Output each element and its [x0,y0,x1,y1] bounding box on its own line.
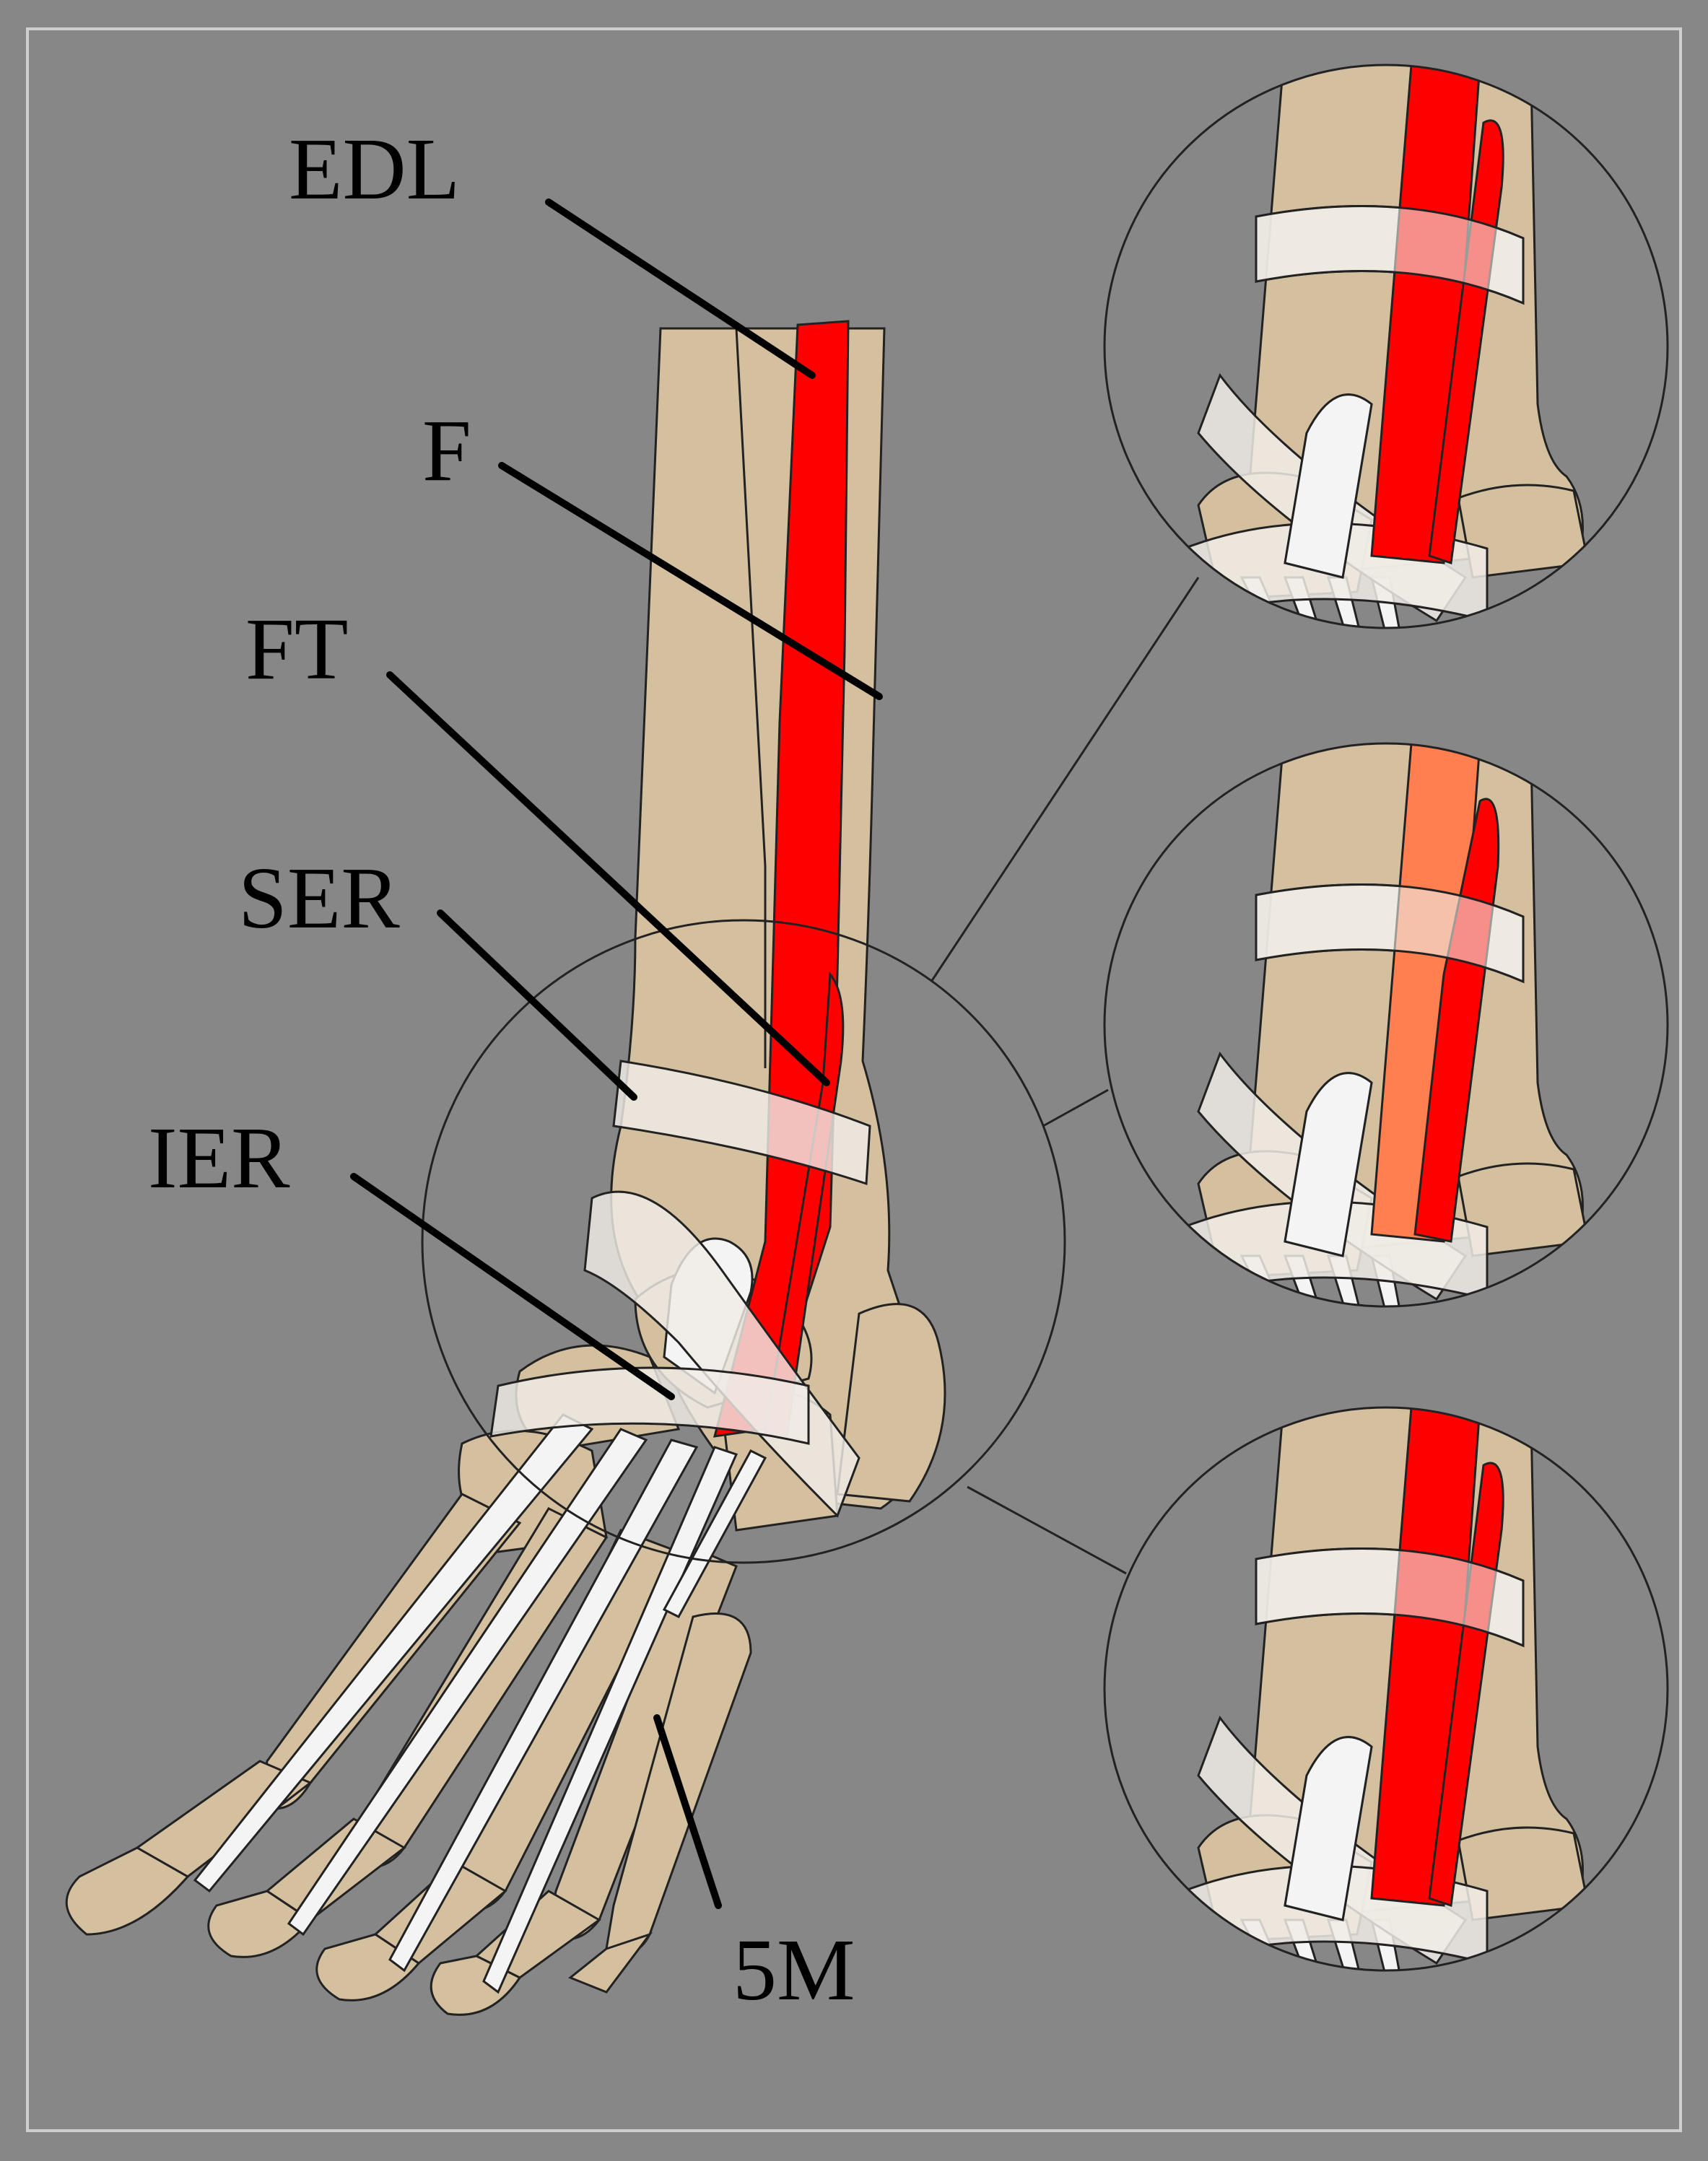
toe-extensor-tendons [193,1413,767,1994]
label-edl: EDL [289,121,460,218]
connector-lines [930,577,1200,1575]
ft-leader [386,671,830,1086]
ser-leader [437,909,637,1101]
detail-circle-top [1103,64,1669,629]
frame-border [26,27,1682,2132]
magnifier-circle [421,919,1066,1564]
label-f: F [422,402,471,499]
label-ier: IER [148,1109,290,1207]
fibula-edge [735,328,767,1068]
edl-leader [545,198,816,379]
lateral-malleolus [836,1303,946,1503]
detail-circle-bottom [1103,1406,1669,1972]
ier-leader [350,1173,675,1400]
f-leader [498,462,883,700]
inferior-extensor-retinaculum-band [489,1366,810,1445]
label-ser: SER [238,850,400,947]
label-5m: 5M [733,1921,855,2019]
label-ft: FT [245,601,348,698]
detail-circle-middle [1103,742,1669,1308]
superior-extensor-retinaculum [612,1060,871,1186]
leader-lines [350,198,883,1909]
m5-leader [653,1714,722,1909]
